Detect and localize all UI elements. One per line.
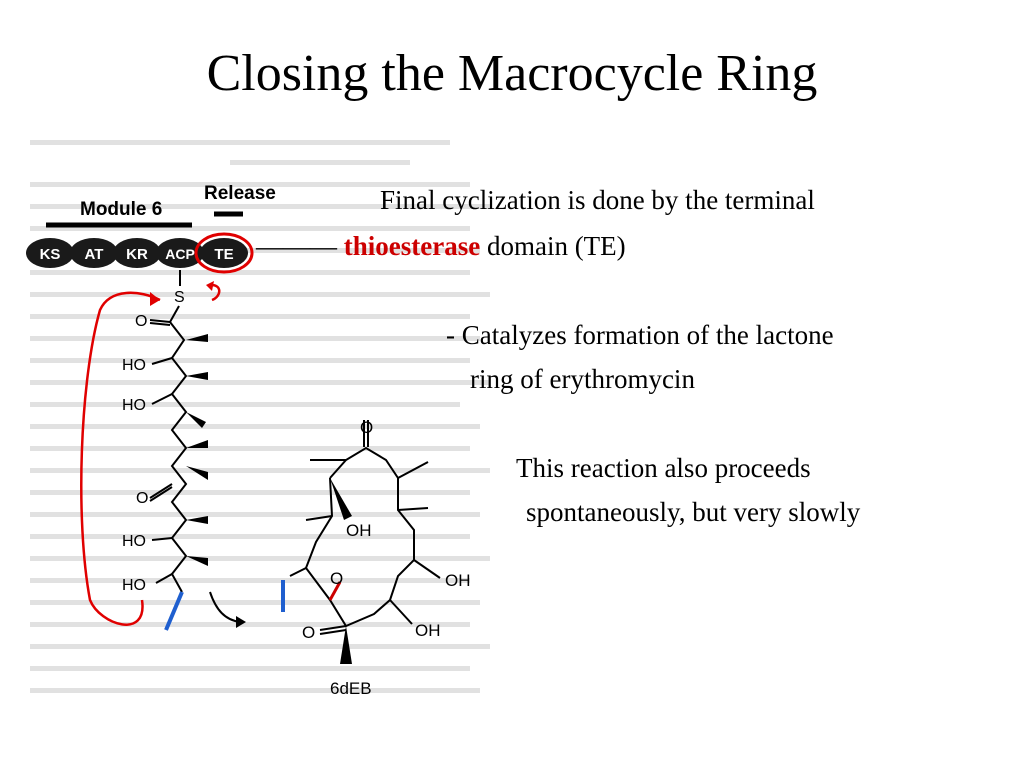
red-lactone-bond (328, 581, 342, 601)
ho-label-4: HO (122, 577, 146, 594)
ketone-o: O (360, 418, 373, 437)
domain-ks (26, 238, 74, 268)
te-domain-text: domain (TE) (486, 231, 626, 261)
domain-row: KS AT KR ACP TE (26, 232, 254, 274)
oh-label-2: OH (445, 571, 471, 590)
ring-wedges (330, 478, 352, 664)
module-label: Module 6 (80, 199, 162, 220)
reaction-arrowhead (236, 616, 246, 628)
domain-ks-label: KS (40, 246, 61, 263)
te-highlight-circle (194, 232, 254, 274)
domain-acp (156, 238, 204, 268)
product-label: 6dEB (330, 679, 372, 698)
carbonyl-o-2: O (136, 490, 148, 507)
domain-te-label: TE (214, 246, 233, 263)
domain-te (200, 238, 248, 268)
6deb-ring (289, 420, 441, 635)
thioesterase-line: ——— thioesterase domain (TE) (256, 229, 626, 263)
domain-kr-label: KR (126, 246, 148, 263)
polyketide-chain (149, 305, 188, 593)
release-arrowhead (206, 281, 214, 291)
lactone-ring-text: ring of erythromycin (470, 364, 695, 394)
scanned-background (30, 140, 490, 693)
sulfur-atom: S (174, 289, 185, 306)
stereo-wedges (186, 334, 208, 566)
catalyzes-bullet: - Catalyzes formation of the lactone (446, 320, 834, 350)
cyclization-arrowhead (150, 292, 160, 306)
oh-label-3: OH (415, 621, 441, 640)
domain-at-label: AT (85, 246, 104, 263)
reaction-note: This reaction also proceeds (516, 453, 811, 483)
blue-bond-chain (164, 591, 184, 631)
cyclization-arrow (80, 291, 161, 626)
oh-label-1: OH (346, 521, 372, 540)
connector-dash: ——— (256, 231, 337, 261)
thioesterase-highlight: thioesterase (343, 231, 481, 261)
slide-title: Closing the Macrocycle Ring (206, 45, 818, 102)
domain-kr (113, 238, 161, 268)
reaction-arrow (209, 591, 241, 623)
spontaneous-note: spontaneously, but very slowly (526, 497, 861, 527)
cyclization-text: Final cyclization is done by the termina… (380, 185, 815, 215)
domain-at (70, 238, 118, 268)
carbonyl-o-1: O (135, 313, 147, 330)
ho-label-1: HO (122, 357, 146, 374)
domain-acp-label: ACP (165, 246, 195, 262)
ho-label-2: HO (122, 397, 146, 414)
release-label: Release (204, 183, 276, 204)
lactone-carbonyl-o: O (302, 623, 315, 642)
ho-label-3: HO (122, 533, 146, 550)
ring-oxygen: O (330, 569, 343, 588)
